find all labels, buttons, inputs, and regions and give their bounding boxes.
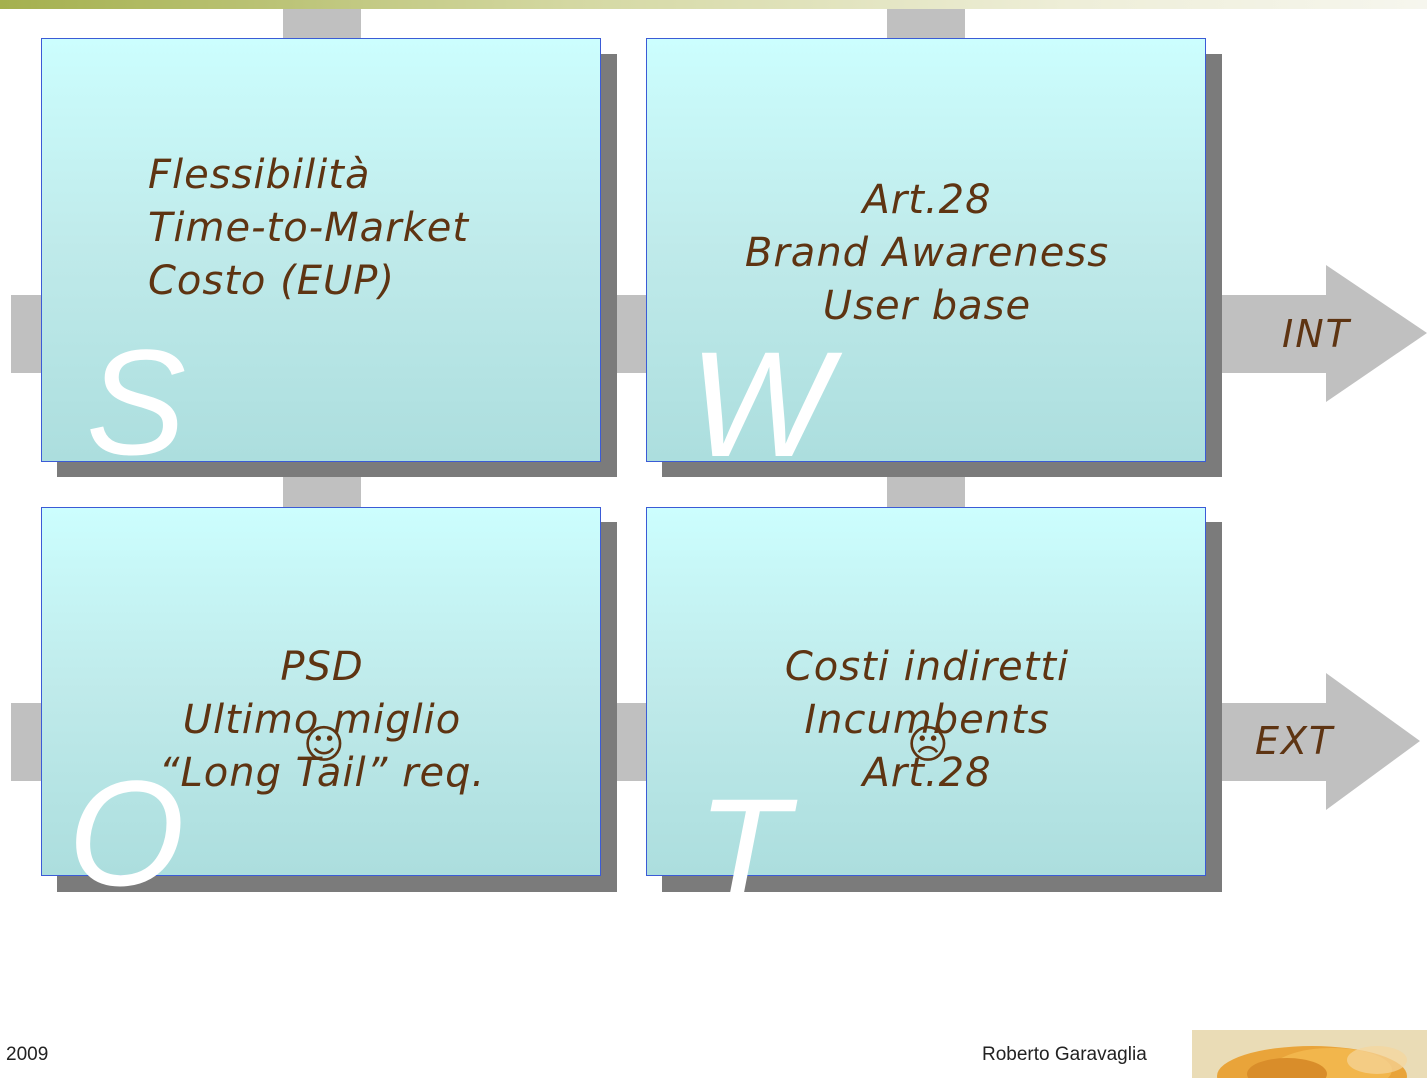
smiley-face-icon: ☺ (303, 722, 345, 768)
quadrant-strengths: Flessibilità Time-to-Market Costo (EUP) … (41, 38, 601, 477)
connector-mid-right (887, 476, 965, 508)
connector-left-row1 (11, 295, 41, 373)
connector-top-right (887, 9, 965, 39)
opportunity-item: “Long Tail” req. (158, 750, 486, 796)
opportunity-item: Ultimo miglio (182, 697, 462, 743)
flower-photo-icon (1192, 1030, 1427, 1078)
quadrant-threats: Costi indiretti Incumbents Art.28 T (646, 507, 1207, 926)
strengths-list: Flessibilità Time-to-Market Costo (EUP) (148, 149, 469, 308)
footer-author: Roberto Garavaglia (982, 1044, 1147, 1065)
opportunity-item: PSD (280, 644, 364, 690)
connector-left-row2 (11, 703, 41, 781)
weaknesses-list: Art.28 Brand Awareness User base (647, 174, 1207, 333)
threat-item: Incumbents (804, 697, 1050, 743)
int-label: INT (1282, 312, 1351, 356)
int-arrow (1220, 265, 1427, 402)
connector-center-row2 (615, 703, 646, 781)
corner-decorative-image (1192, 1030, 1427, 1078)
threat-item: Costi indiretti (784, 644, 1070, 690)
letter-s: S (86, 318, 187, 486)
ext-arrow (1220, 673, 1420, 810)
frowning-face-icon: ☹ (907, 722, 949, 768)
threat-item: Art.28 (862, 750, 992, 796)
letter-w: W (689, 320, 831, 488)
strength-item: Flessibilità (148, 152, 371, 198)
connector-top-left (283, 9, 361, 39)
strength-item: Costo (EUP) (148, 258, 395, 304)
top-accent-bar (0, 0, 1427, 9)
weakness-item: Art.28 (862, 177, 992, 223)
quadrant-opportunities: PSD Ultimo miglio “Long Tail” req. O (41, 507, 602, 908)
opportunities-list: PSD Ultimo miglio “Long Tail” req. (42, 641, 602, 800)
ext-label: EXT (1255, 719, 1335, 763)
weakness-item: Brand Awareness (744, 230, 1110, 276)
footer-year: 2009 (6, 1044, 49, 1065)
letter-t: T (697, 767, 789, 935)
strength-item: Time-to-Market (148, 205, 470, 251)
threats-list: Costi indiretti Incumbents Art.28 (647, 641, 1207, 800)
connector-mid-left (283, 476, 361, 508)
weakness-item: User base (822, 283, 1032, 329)
quadrant-weaknesses: Art.28 Brand Awareness User base W (646, 38, 1207, 479)
letter-o: O (68, 749, 185, 917)
connector-center-row1 (615, 295, 646, 373)
